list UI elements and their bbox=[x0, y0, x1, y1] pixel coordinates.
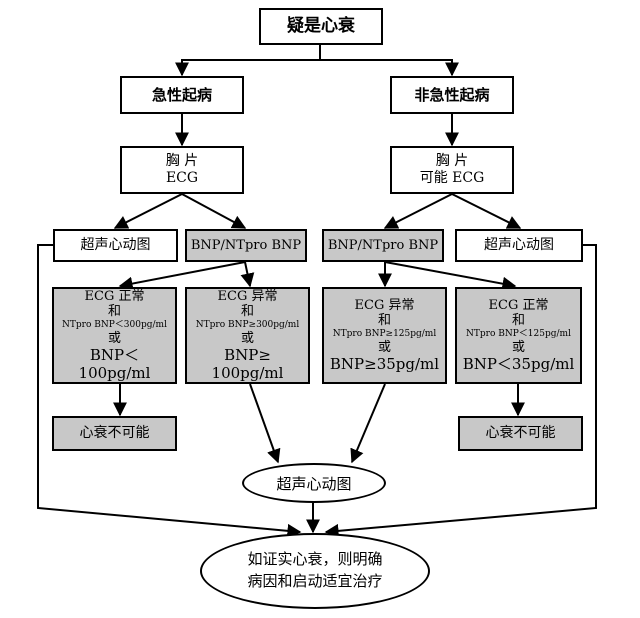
echo-center-ellipse: 超声心动图 bbox=[242, 463, 386, 503]
box2-line2: 和 bbox=[240, 304, 254, 320]
box1-line4: 或 bbox=[107, 330, 121, 346]
box2-line5: BNP≥ 100pg/ml bbox=[211, 346, 284, 383]
connector-rxray-echo bbox=[451, 193, 522, 229]
non-acute-onset-box: 非急性起病 bbox=[390, 76, 514, 114]
box3-line2: 和 bbox=[377, 313, 391, 329]
final-line2: 病因和启动适宜治疗 bbox=[247, 572, 383, 590]
left-xray-line2: ECG bbox=[165, 170, 199, 186]
box4-line4: 或 bbox=[511, 339, 525, 355]
suspected-hf-box: 疑是心衰 bbox=[259, 8, 383, 45]
hf-unlikely-left-label: 心衰不可能 bbox=[79, 425, 150, 442]
box4-line2: 和 bbox=[511, 313, 525, 329]
hf-unlikely-right-box: 心衰不可能 bbox=[458, 416, 583, 451]
box2-line3: NTpro BNP≥300pg/ml bbox=[195, 319, 300, 330]
bnp-left-label: BNP/NTpro BNP bbox=[190, 237, 302, 253]
right-chest-xray-box: 胸 片 可能 ECG bbox=[390, 146, 514, 194]
connector-box3-echo bbox=[350, 383, 386, 464]
acute-onset-box: 急性起病 bbox=[120, 76, 244, 114]
box1-line5: BNP＜ 100pg/ml bbox=[78, 346, 151, 383]
hf-unlikely-right-label: 心衰不可能 bbox=[485, 425, 556, 442]
echo-center-label: 超声心动图 bbox=[276, 474, 352, 493]
box3-line3: NTpro BNP≥125pg/ml bbox=[332, 328, 437, 339]
box3-line5: BNP≥35pg/ml bbox=[329, 355, 440, 374]
bnp-right-label: BNP/NTpro BNP bbox=[327, 237, 439, 253]
echo-right-label: 超声心动图 bbox=[484, 237, 554, 254]
final-action-ellipse: 如证实心衰，则明确 病因和启动适宜治疗 bbox=[200, 533, 430, 609]
connector-left-echo-final bbox=[37, 244, 302, 538]
box2-line4: 或 bbox=[240, 330, 254, 346]
box1-line1: ECG 正常 bbox=[84, 288, 145, 304]
criteria-box-1: ECG 正常 和 NTpro BNP＜300pg/ml 或 BNP＜ 100pg… bbox=[52, 287, 177, 384]
acute-onset-label: 急性起病 bbox=[151, 86, 212, 104]
bnp-right-box: BNP/NTpro BNP bbox=[322, 229, 444, 262]
box4-line3: NTpro BNP＜125pg/ml bbox=[466, 328, 571, 339]
left-xray-line1: 胸 片 bbox=[165, 153, 199, 170]
box2-line1: ECG 异常 bbox=[217, 288, 278, 304]
connector-lbnp-box2 bbox=[240, 261, 255, 288]
box4-line5: BNP＜35pg/ml bbox=[462, 355, 575, 374]
criteria-box-2: ECG 异常 和 NTpro BNP≥300pg/ml 或 BNP≥ 100pg… bbox=[185, 287, 310, 384]
non-acute-onset-label: 非急性起病 bbox=[414, 86, 490, 104]
hf-unlikely-left-box: 心衰不可能 bbox=[52, 416, 177, 451]
right-xray-line2: 可能 ECG bbox=[419, 170, 485, 186]
final-line1: 如证实心衰，则明确 bbox=[247, 550, 383, 569]
box3-line4: 或 bbox=[377, 339, 391, 355]
box1-line2: 和 bbox=[107, 304, 121, 320]
criteria-box-4: ECG 正常 和 NTpro BNP＜125pg/ml 或 BNP＜35pg/m… bbox=[455, 287, 582, 384]
box1-line3: NTpro BNP＜300pg/ml bbox=[62, 319, 167, 330]
echo-left-label: 超声心动图 bbox=[80, 237, 151, 254]
criteria-box-3: ECG 异常 和 NTpro BNP≥125pg/ml 或 BNP≥35pg/m… bbox=[322, 287, 447, 384]
connector-lxray-bnp bbox=[181, 193, 247, 229]
connector-lxray-echo bbox=[113, 193, 183, 229]
box3-line1: ECG 异常 bbox=[354, 297, 415, 313]
connector-box2-echo bbox=[249, 383, 281, 464]
left-chest-xray-box: 胸 片 ECG bbox=[120, 146, 244, 194]
connector-rbnp-box4 bbox=[384, 261, 517, 291]
connector-rxray-bnp bbox=[383, 193, 453, 229]
connector-top-nonacute bbox=[320, 59, 459, 77]
right-xray-line1: 胸 片 bbox=[435, 153, 469, 170]
bnp-left-box: BNP/NTpro BNP bbox=[185, 229, 307, 262]
connector-right-echo-final bbox=[324, 244, 597, 538]
connector-lbnp-box1 bbox=[118, 261, 246, 291]
suspected-hf-label: 疑是心衰 bbox=[287, 16, 355, 37]
echo-left-box: 超声心动图 bbox=[53, 229, 178, 262]
connector-top-acute bbox=[175, 45, 321, 77]
echo-right-box: 超声心动图 bbox=[455, 229, 583, 262]
box4-line1: ECG 正常 bbox=[488, 297, 549, 313]
